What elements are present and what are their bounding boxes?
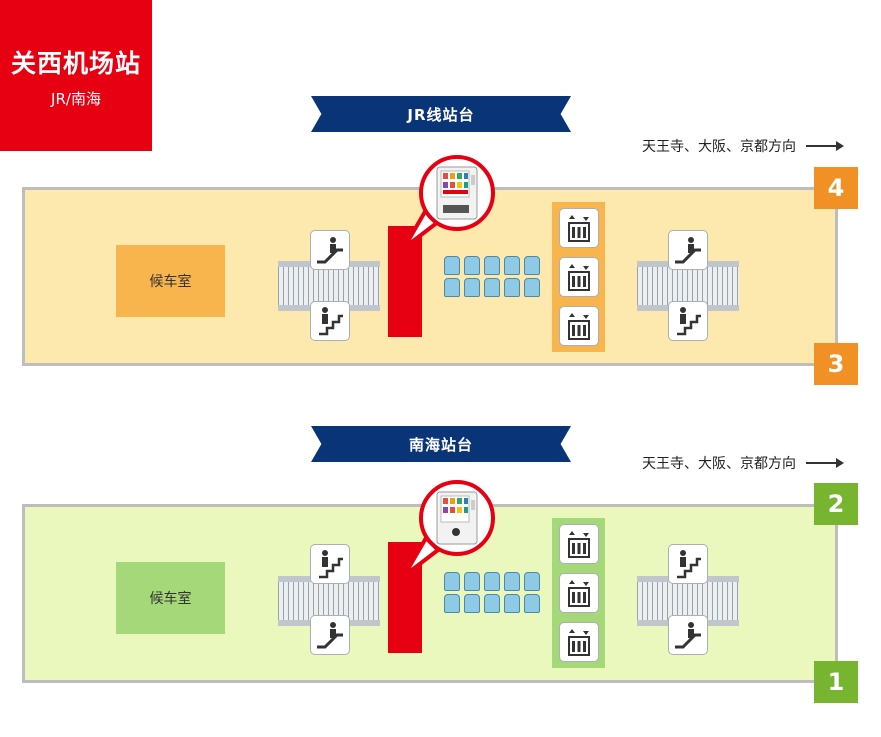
- nankai-platform-title: 南海站台: [311, 426, 571, 462]
- seat-icon: [444, 278, 460, 297]
- seat-icon: [524, 278, 540, 297]
- jr-waiting-room: 候车室: [116, 245, 225, 317]
- elevator-icon: [558, 573, 599, 613]
- jr-direction-text: 天王寺、大阪、京都方向: [642, 139, 796, 155]
- seat-icon: [464, 594, 480, 613]
- seat-icon: [464, 572, 480, 591]
- jr-vending-machine-bubble: [419, 155, 495, 231]
- seat-icon: [484, 278, 500, 297]
- nankai-direction-text: 天王寺、大阪、京都方向: [642, 456, 796, 472]
- jr-seating: [444, 256, 542, 297]
- elevator-icon: [558, 622, 599, 662]
- stairs-icon: [310, 301, 350, 341]
- seat-icon: [484, 572, 500, 591]
- station-badge: 关西机场站 JR/南海: [0, 0, 152, 151]
- seat-icon: [524, 256, 540, 275]
- jr-stairway-right: [637, 261, 739, 311]
- station-name: 关西机场站: [10, 49, 141, 78]
- elevator-icon: [558, 524, 599, 564]
- nankai-seating: [444, 572, 542, 613]
- vending-machine-icon: [436, 166, 478, 220]
- track-number-3: 3: [814, 343, 858, 385]
- seat-icon: [504, 278, 520, 297]
- seat-icon: [484, 256, 500, 275]
- seat-icon: [524, 594, 540, 613]
- elevator-icon: [558, 306, 599, 346]
- seat-icon: [504, 256, 520, 275]
- stairs-icon: [310, 544, 350, 584]
- track-number-1: 1: [814, 661, 858, 703]
- elevator-icon: [558, 208, 599, 248]
- seat-icon: [524, 572, 540, 591]
- track-number-4: 4: [814, 167, 858, 209]
- nankai-waiting-room: 候车室: [116, 562, 225, 634]
- track-number-2: 2: [814, 483, 858, 525]
- nankai-vending-machine-bubble: [419, 480, 495, 556]
- nankai-waiting-room-label: 候车室: [149, 591, 192, 607]
- jr-platform-title: JR线站台: [311, 96, 571, 132]
- jr-platform-title-text: JR线站台: [407, 105, 475, 124]
- jr-elevator-group: [552, 202, 605, 352]
- arrow-right-icon: [806, 141, 844, 151]
- escalator-icon: [310, 615, 350, 655]
- stairs-icon: [668, 301, 708, 341]
- escalator-icon: [668, 230, 708, 270]
- vending-machine-icon: [436, 491, 478, 545]
- jr-stairway-left: [278, 261, 380, 311]
- station-lines: JR/南海: [51, 90, 101, 108]
- seat-icon: [504, 572, 520, 591]
- seat-icon: [464, 256, 480, 275]
- seat-icon: [484, 594, 500, 613]
- stairs-icon: [668, 544, 708, 584]
- jr-waiting-room-label: 候车室: [149, 274, 192, 290]
- seat-icon: [444, 256, 460, 275]
- nankai-elevator-group: [552, 518, 605, 668]
- escalator-icon: [310, 230, 350, 270]
- seat-icon: [504, 594, 520, 613]
- escalator-icon: [668, 615, 708, 655]
- elevator-icon: [558, 257, 599, 297]
- arrow-right-icon: [806, 458, 844, 468]
- jr-direction: 天王寺、大阪、京都方向: [642, 136, 844, 156]
- seat-icon: [444, 572, 460, 591]
- seat-icon: [464, 278, 480, 297]
- nankai-platform-title-text: 南海站台: [408, 435, 473, 454]
- nankai-direction: 天王寺、大阪、京都方向: [642, 453, 844, 473]
- seat-icon: [444, 594, 460, 613]
